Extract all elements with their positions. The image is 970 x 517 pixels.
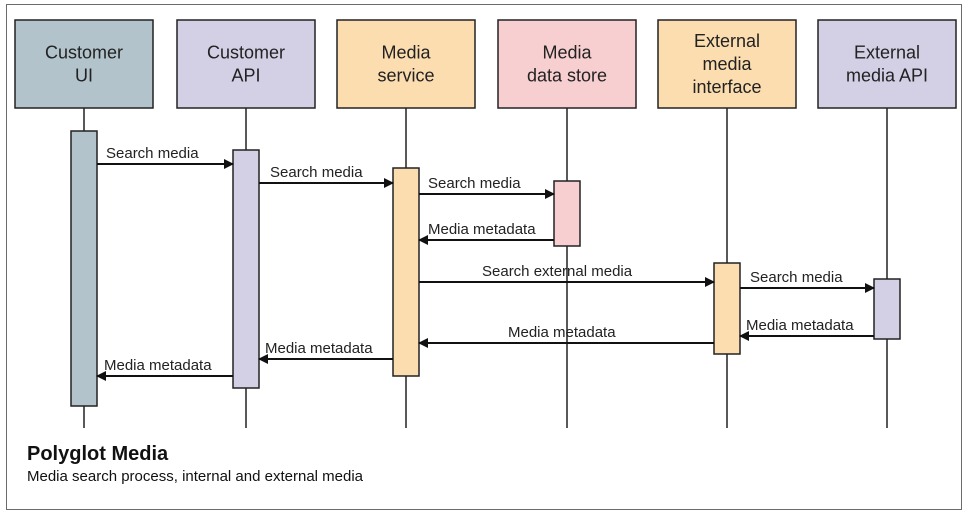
participant-box	[176, 19, 316, 109]
activation-external-media-interface	[713, 262, 741, 355]
participant-label-line: media API	[846, 66, 928, 86]
participant-box	[657, 19, 797, 109]
message-label: Search media	[750, 269, 843, 286]
message-8: Media metadata	[418, 324, 714, 348]
participant-label-line: Customer	[45, 43, 123, 63]
participant-label-line: Customer	[207, 43, 285, 63]
activation-customer-ui	[70, 130, 98, 407]
message-label: Search external media	[482, 263, 633, 280]
message-3: Search media	[419, 175, 555, 199]
participant-label-line: External	[854, 43, 920, 63]
message-2: Search media	[259, 164, 394, 188]
participant-label-line: UI	[75, 66, 93, 86]
caption-title: Polyglot Media	[27, 443, 169, 465]
message-label: Search media	[106, 145, 199, 162]
participant-box	[817, 19, 957, 109]
participant-box	[497, 19, 637, 109]
message-10: Media metadata	[96, 357, 233, 381]
message-label: Media metadata	[746, 317, 854, 334]
message-label: Search media	[270, 164, 363, 181]
participant-box	[14, 19, 154, 109]
participant-external-media-interface: External media interface	[657, 19, 797, 109]
participant-label-line: External	[694, 31, 760, 51]
participant-media-data-store: Media data store	[497, 19, 637, 109]
participant-label-line: Media	[542, 43, 592, 63]
message-label: Media metadata	[104, 357, 212, 374]
participant-label-line: Media	[381, 43, 431, 63]
message-label: Media metadata	[428, 221, 536, 238]
participant-label-line: service	[377, 66, 434, 86]
message-label: Search media	[428, 175, 521, 192]
message-label: Media metadata	[508, 324, 616, 341]
participant-box	[336, 19, 476, 109]
figure-frame	[6, 4, 962, 510]
message-4: Media metadata	[418, 221, 554, 245]
message-9: Media metadata	[258, 340, 393, 364]
participant-label-line: API	[231, 66, 260, 86]
message-6: Search media	[740, 269, 875, 293]
participant-label-line: interface	[692, 77, 761, 97]
participant-media-service: Media service	[336, 19, 476, 109]
participant-label-line: media	[702, 54, 752, 74]
activation-external-media-api	[873, 278, 901, 340]
activation-customer-api	[232, 149, 260, 389]
activation-media-service	[392, 167, 420, 377]
message-1: Search media	[97, 145, 234, 169]
message-5: Search external media	[419, 263, 715, 287]
figure-caption: Polyglot Media Media search process, int…	[27, 442, 363, 488]
message-7: Media metadata	[739, 317, 874, 341]
participant-external-media-api: External media API	[817, 19, 957, 109]
participant-label-line: data store	[527, 66, 607, 86]
message-label: Media metadata	[265, 340, 373, 357]
activation-media-data-store	[553, 180, 581, 247]
caption-subtitle: Media search process, internal and exter…	[27, 468, 364, 485]
